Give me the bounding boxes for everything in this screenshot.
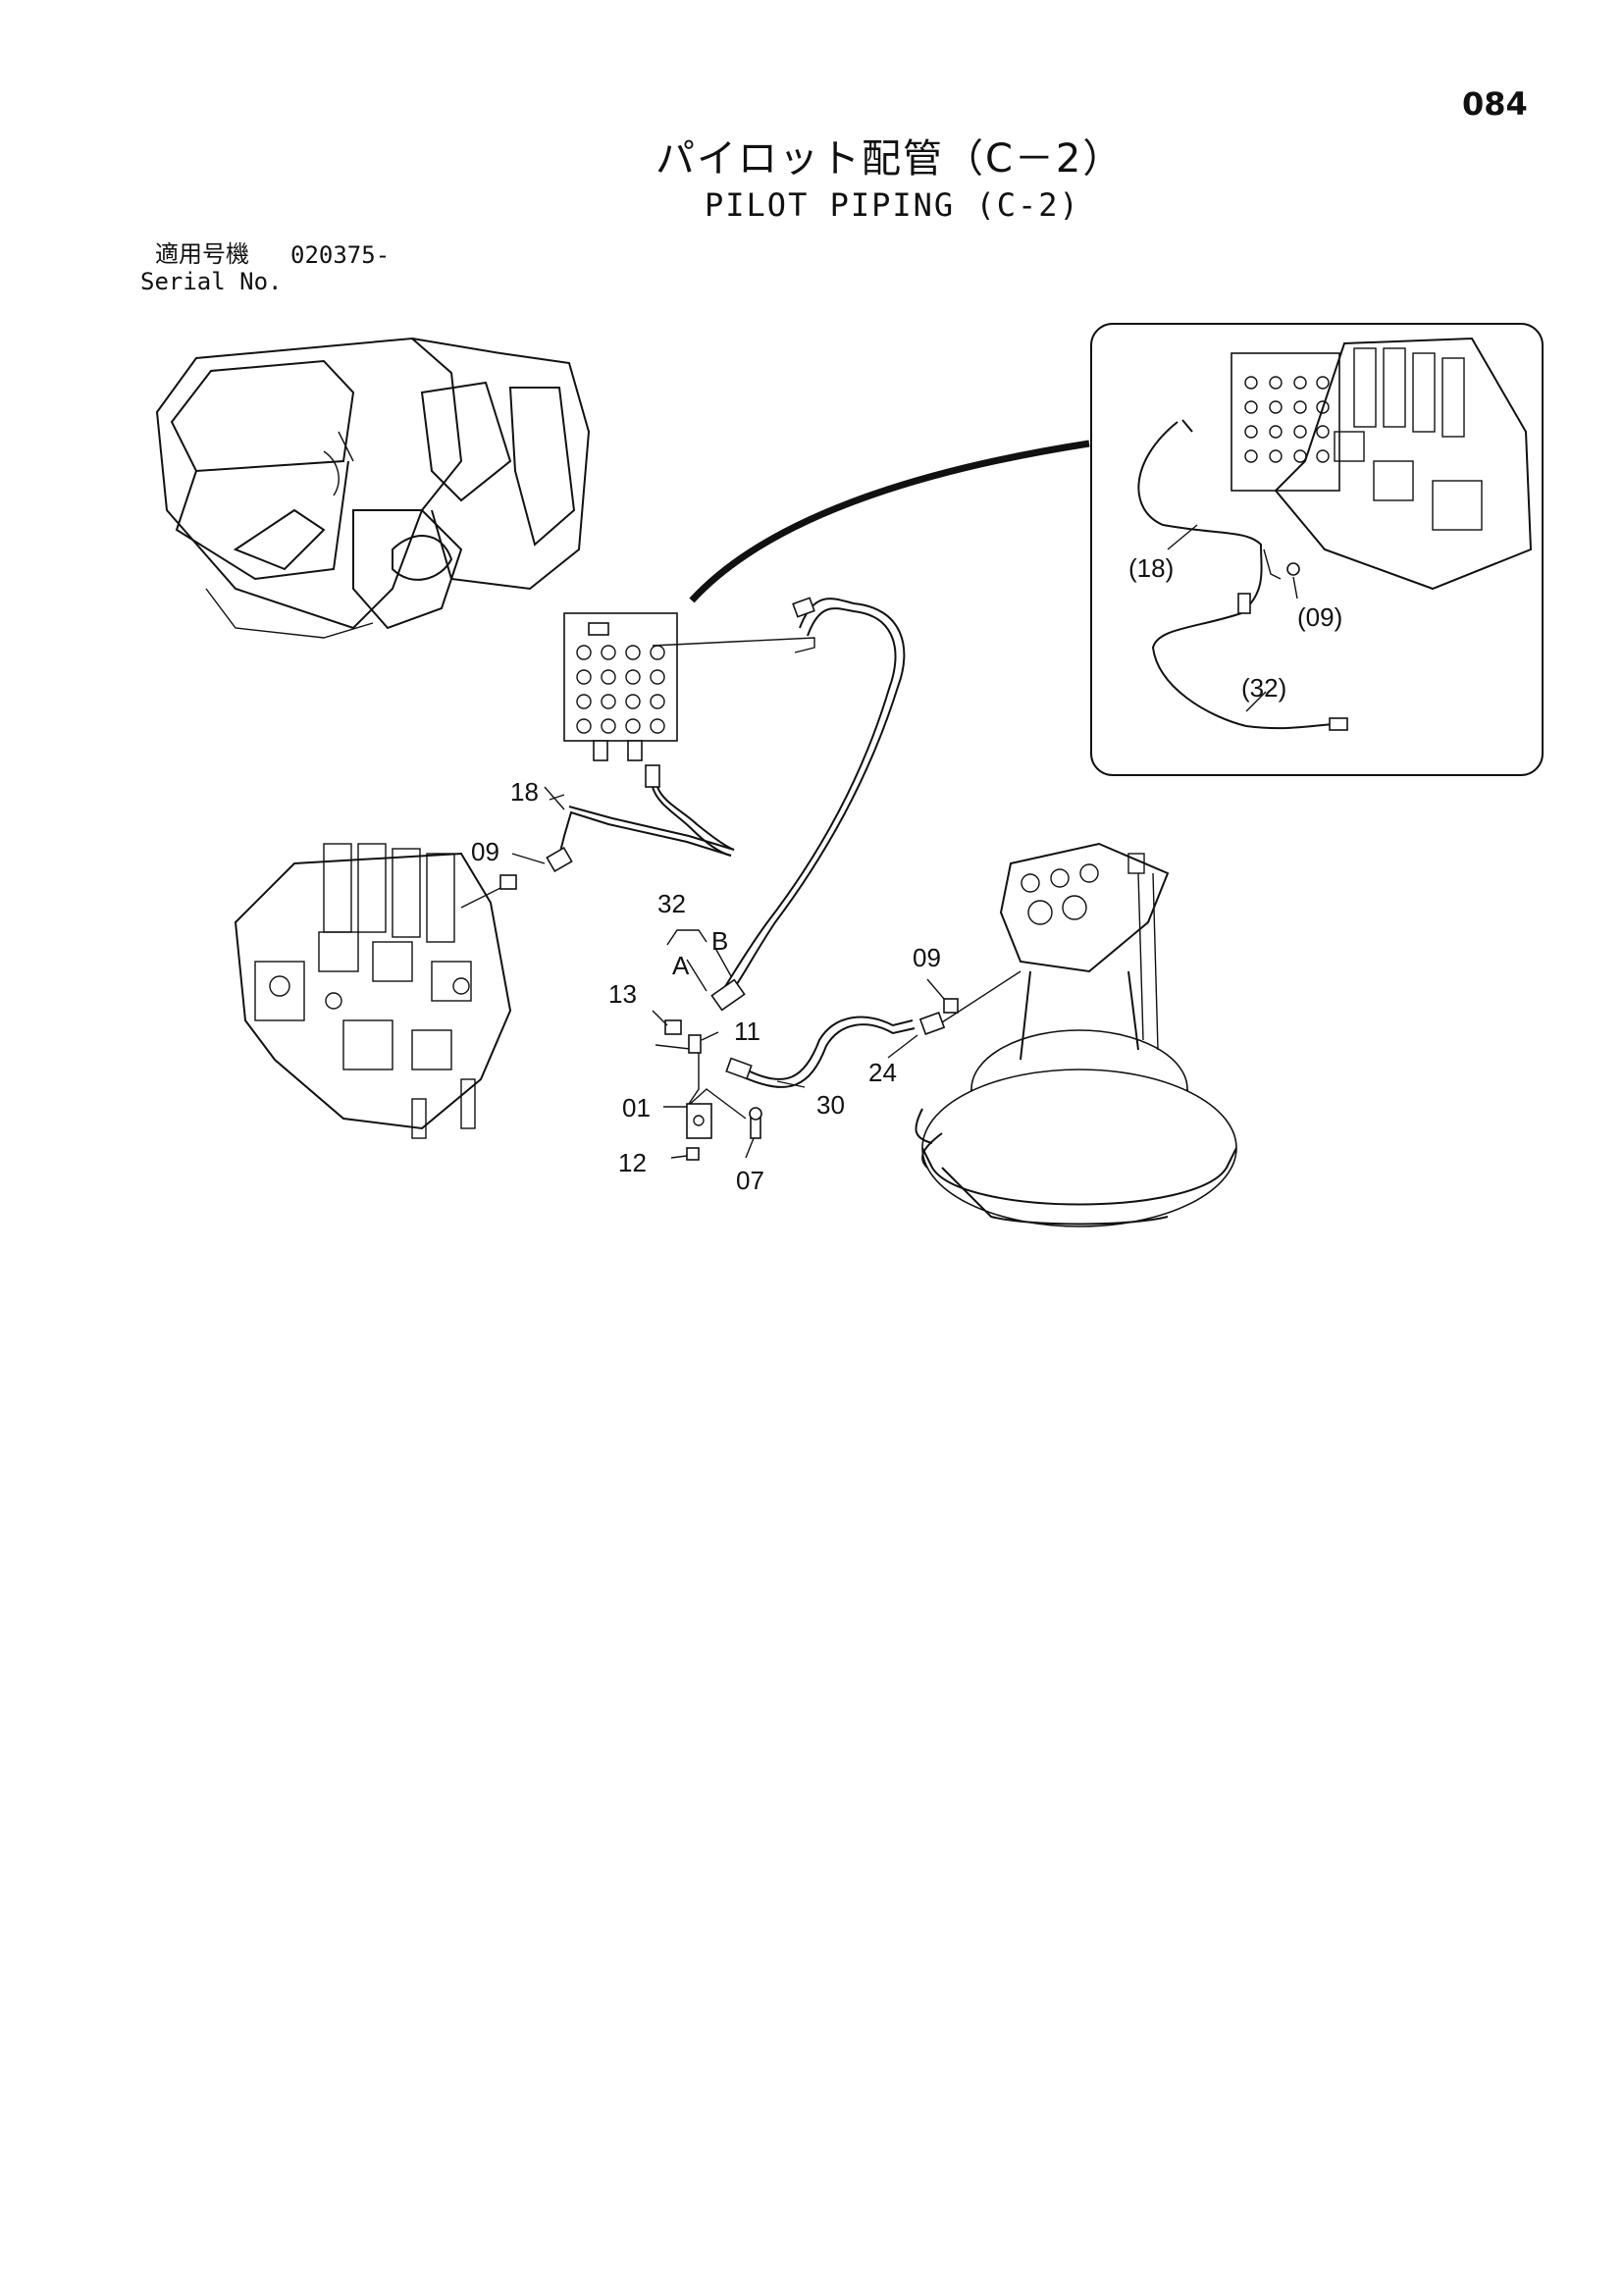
leader-b [715,949,732,977]
callout-24: 24 [868,1058,897,1087]
callout-01: 01 [622,1093,651,1122]
inset-callout-32: (32) [1241,673,1286,703]
callout-09-right: 09 [913,943,941,972]
leader-lines [511,853,945,1159]
callout-30: 30 [816,1090,845,1120]
callout-b: B [711,926,728,956]
page-number: 084 [1462,85,1528,123]
pipe-clamp-icon [655,1019,762,1161]
callout-32: 32 [657,889,686,918]
callout-12: 12 [618,1148,647,1177]
serial-label-jp: 適用号機 [155,240,249,268]
hose-32 [710,597,906,1012]
callout-07: 07 [736,1166,764,1195]
page-title-en: PILOT PIPING (C-2) [705,186,1080,224]
callout-a: A [672,951,690,980]
excavator-upper-structure-icon [155,337,591,639]
inset-callout-18: (18) [1128,553,1174,583]
control-valve-icon [234,843,517,1139]
ab-bracket [666,929,707,946]
detail-leader-arc [689,440,1090,603]
swing-motor-icon [915,842,1237,1227]
page-title-jp: パイロット配管（C－2） [655,136,1125,182]
hose-18 [544,764,735,873]
inset-detail-box: (18) (09) (32) [1090,323,1544,776]
callout-11: 11 [734,1017,760,1046]
inset-callout-09: (09) [1297,602,1342,632]
pilot-valve-block-icon [563,612,815,761]
serial-value: 020375- [290,241,391,269]
serial-label-en: Serial No. [140,268,283,295]
callout-09-left: 09 [471,837,499,866]
callout-18: 18 [510,777,539,807]
callout-13: 13 [608,979,637,1009]
hose-30 [725,970,1022,1088]
leader-a [686,959,707,992]
